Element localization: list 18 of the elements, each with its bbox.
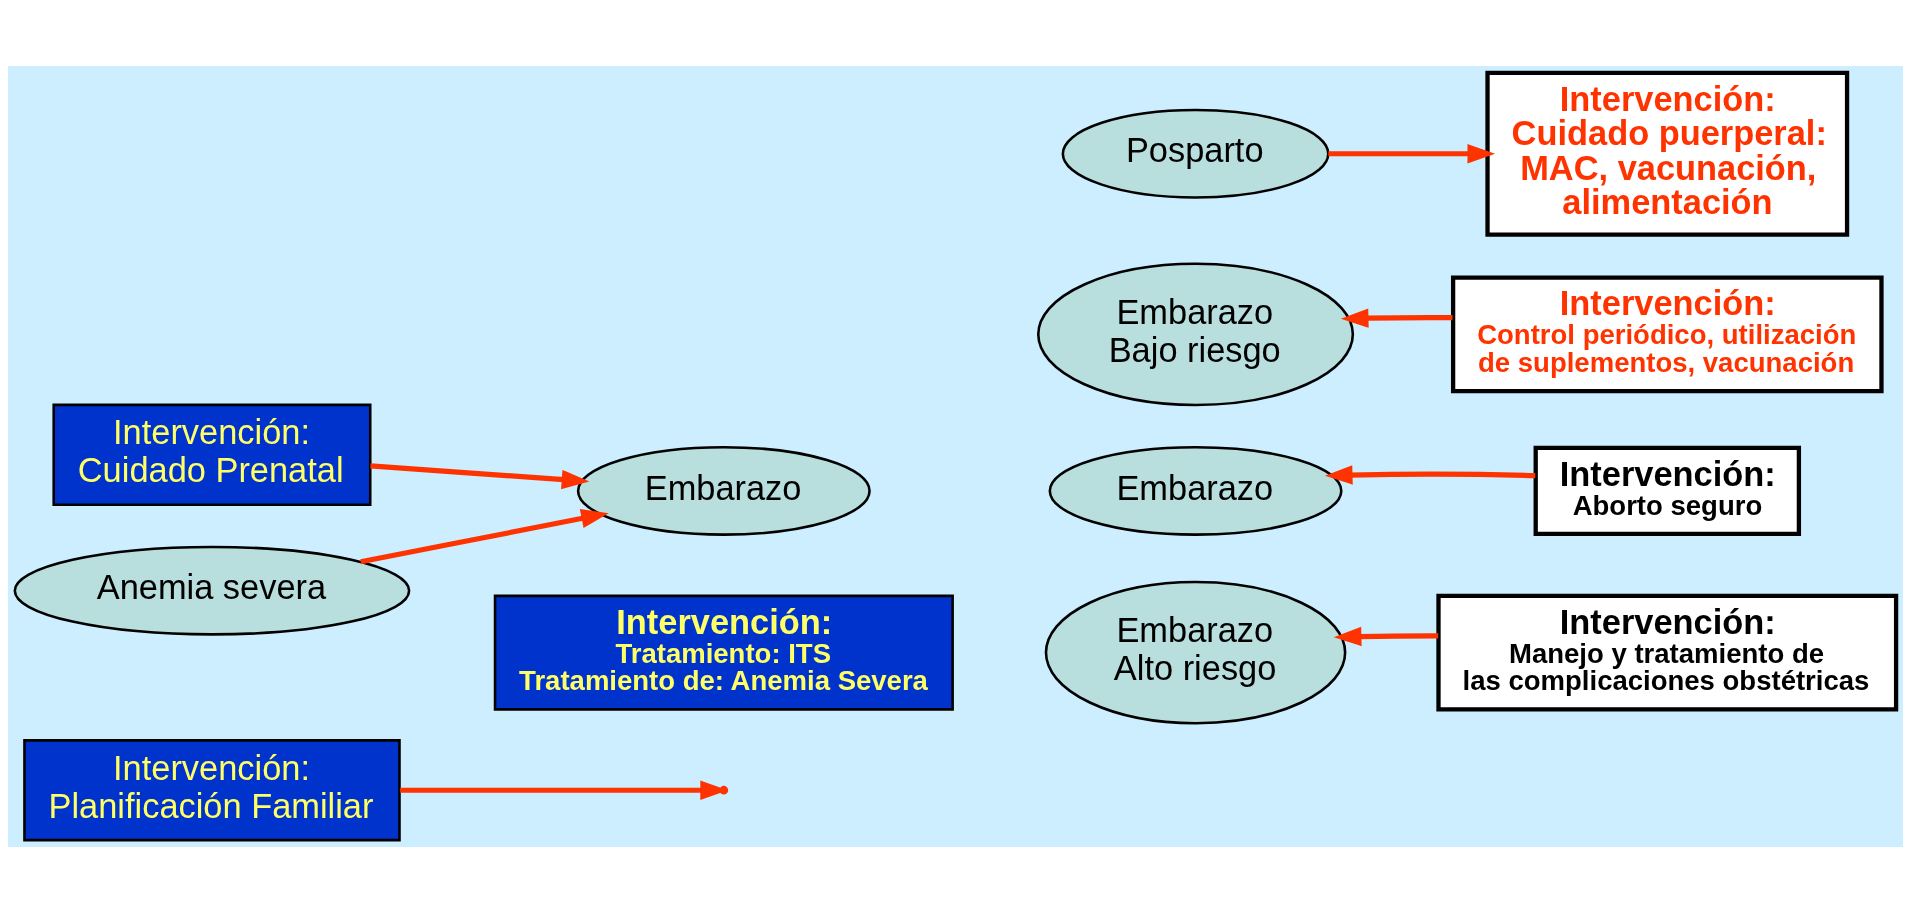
arrow — [360, 509, 609, 565]
node-ellipse: Embarazo Bajo riesgo — [1037, 262, 1355, 407]
arrow — [370, 463, 590, 490]
node-box: Intervención: Cuidado puerperal: MAC, vacunación, alimentación — [1485, 70, 1850, 237]
node-box: Intervención: Control periódico, utilización de suplementos, vacunación — [1450, 275, 1884, 394]
node-box: Intervención: Manejo y tratamiento de las complicaciones obstétricas — [1436, 593, 1899, 712]
node-ellipse: Posparto — [1061, 108, 1330, 199]
node-box: Intervención: Planificación Familiar — [23, 739, 401, 842]
arrow — [1340, 308, 1453, 328]
node-box: Intervención: Cuidado Prenatal — [52, 403, 372, 506]
node-ellipse: Anemia severa — [13, 545, 411, 636]
arrow — [1328, 144, 1496, 164]
node-ellipse: Embarazo Alto riesgo — [1044, 580, 1347, 725]
arrow — [1324, 465, 1536, 485]
node-ellipse: Embarazo — [1048, 445, 1343, 536]
node-box: Intervención: Tratamiento: ITS Tratamiento de: Anemia Severa — [493, 594, 954, 711]
arrow — [1333, 626, 1439, 647]
node-box: Intervención: Aborto seguro — [1533, 445, 1802, 537]
